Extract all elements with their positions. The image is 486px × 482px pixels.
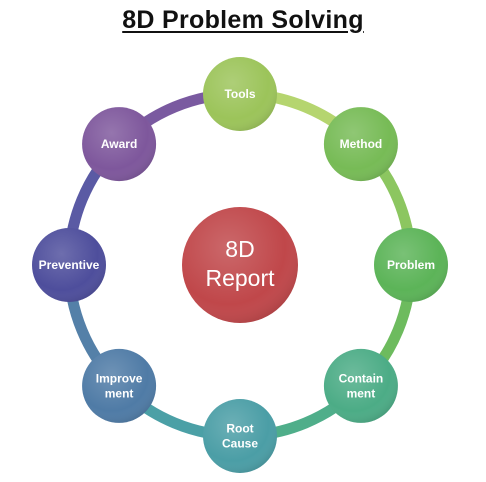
node-shade-containment <box>323 348 398 423</box>
center-label-line-2: Report <box>205 265 275 291</box>
node-tools: Tools <box>203 57 277 131</box>
node-shade-method <box>323 107 398 182</box>
node-shade-award <box>82 107 157 182</box>
node-method: Method <box>323 107 398 182</box>
node-label-improvement-0: Improve <box>96 371 143 385</box>
node-shade-problem <box>374 228 448 302</box>
node-shade-improvement <box>82 348 157 423</box>
node-shade-root-cause <box>203 399 277 473</box>
node-label-containment-0: Contain <box>339 371 384 385</box>
node-shade-tools <box>203 57 277 131</box>
node-label-problem-0: Problem <box>387 258 435 272</box>
center-label-line-1: 8D <box>225 236 254 262</box>
node-label-root-cause-1: Cause <box>222 437 258 451</box>
node-label-containment-1: ment <box>347 386 376 400</box>
node-label-preventive-0: Preventive <box>39 258 100 272</box>
node-label-award-0: Award <box>101 137 137 151</box>
node-preventive: Preventive <box>32 228 106 302</box>
node-label-improvement-1: ment <box>105 386 134 400</box>
center-shade <box>182 207 298 323</box>
node-award: Award <box>82 107 157 182</box>
diagram-title: 8D Problem Solving <box>122 6 364 34</box>
center-node: 8D Report <box>182 207 298 323</box>
node-label-method-0: Method <box>340 137 383 151</box>
process-nodes: ToolsMethodProblemContainmentRootCauseIm… <box>32 57 448 473</box>
node-label-tools-0: Tools <box>224 87 255 101</box>
node-problem: Problem <box>374 228 448 302</box>
node-shade-preventive <box>32 228 106 302</box>
node-label-root-cause-0: Root <box>226 422 253 436</box>
